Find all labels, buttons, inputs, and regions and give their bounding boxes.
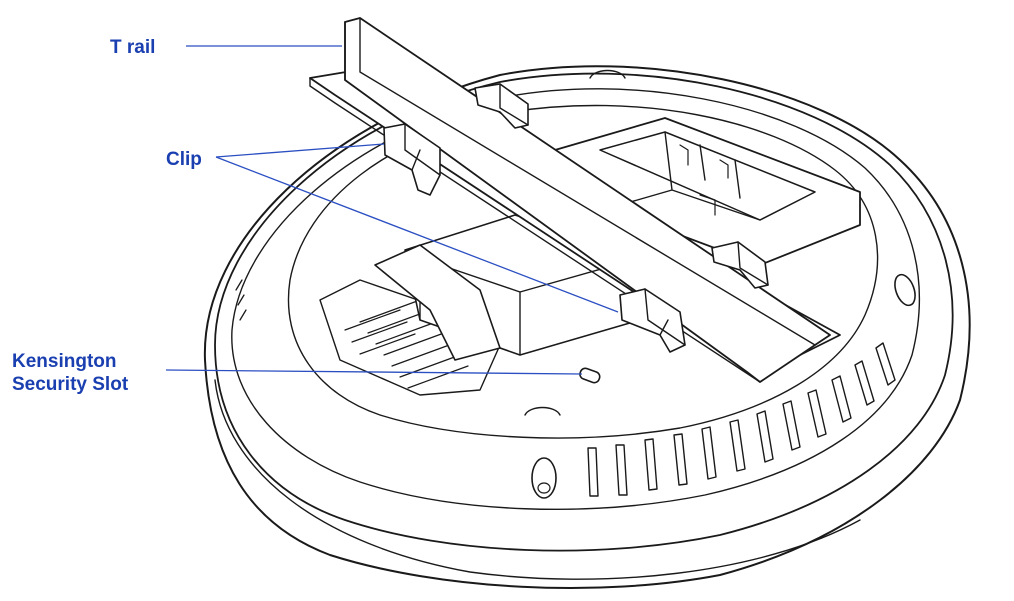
kensington-security-slot-label: Kensington Security Slot: [12, 350, 128, 396]
trail-label: T rail: [110, 36, 155, 59]
kensington-label-line1: Kensington: [12, 350, 128, 373]
kensington-label-line2: Security Slot: [12, 373, 128, 396]
status-led-hole: [532, 458, 556, 498]
vent-slot: [588, 448, 598, 496]
clip-label: Clip: [166, 148, 202, 171]
